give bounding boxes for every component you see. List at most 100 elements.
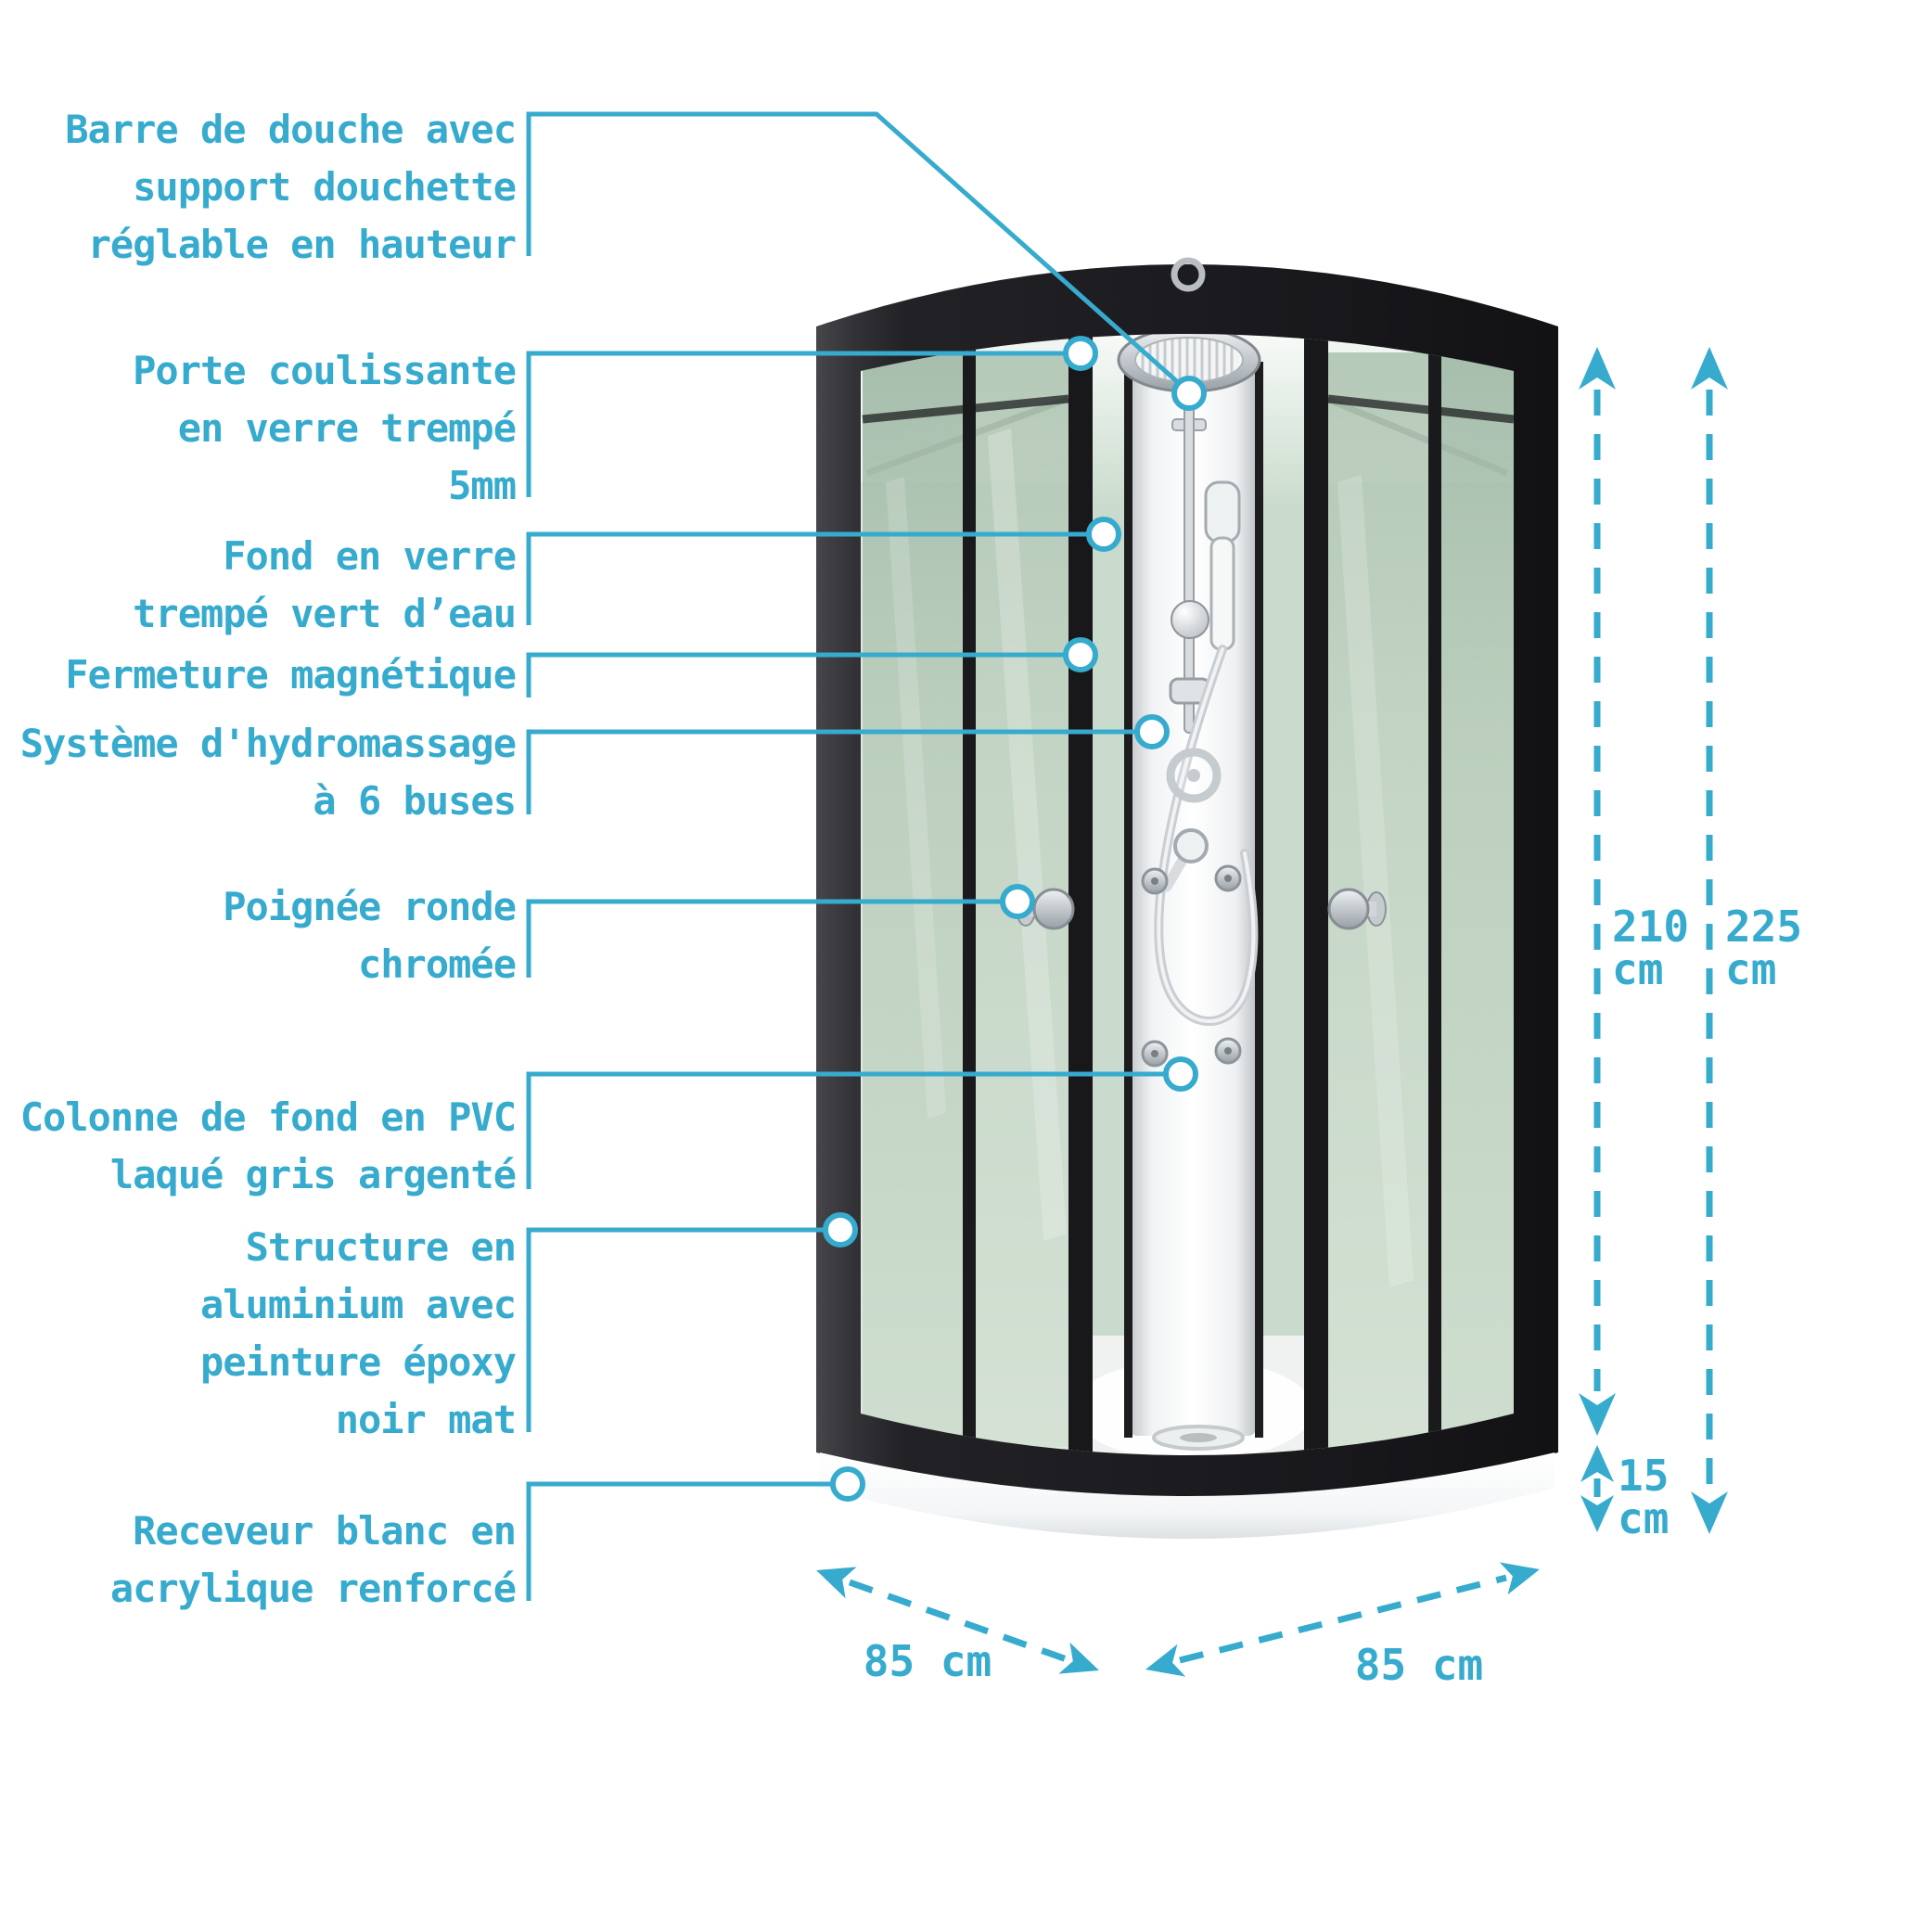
- shower-bar-icon: [1169, 398, 1211, 734]
- label-line: aluminium avec: [199, 1282, 517, 1327]
- bar-slider-knob: [1171, 600, 1209, 639]
- label-line: Système d'hydromassage: [19, 721, 517, 766]
- corner-post-left: [1124, 362, 1132, 1438]
- door-handle-right-icon: [1327, 888, 1387, 930]
- mixer-lever-icon: [1161, 828, 1209, 892]
- callout-line-alu-structure: [526, 1227, 825, 1432]
- callout-marker-pvc-column: [1163, 1056, 1198, 1092]
- callout-marker-back-glass: [1086, 517, 1121, 552]
- callout-marker-hydromassage: [1134, 714, 1170, 749]
- label-line: à 6 buses: [313, 778, 517, 824]
- callout-markers: [823, 336, 1207, 1502]
- callout-label-pvc-column: Colonne de fond en PVC laqué gris argent…: [0, 1089, 517, 1204]
- hydro-jet-icon: [1214, 864, 1242, 892]
- callout-label-back-glass: Fond en verre trempé vert d’eau: [0, 528, 517, 643]
- dimension-text-depth-left: 85 cm: [863, 1636, 992, 1686]
- hydro-jet-icon: [1141, 867, 1169, 895]
- callout-line-magnetic-closure: [526, 652, 1066, 697]
- callout-line-sliding-door: [526, 351, 1066, 497]
- dimension-value: 225: [1725, 902, 1803, 952]
- arrow-down-icon: [1579, 1393, 1616, 1436]
- label-line: Barre de douche avec: [65, 107, 517, 152]
- corner-post-right: [1255, 362, 1263, 1438]
- dimension-unit: cm: [1618, 1493, 1670, 1543]
- mullion-left: [963, 334, 976, 1455]
- label-line: Fond en verre: [223, 533, 517, 579]
- hydro-jets: [1141, 864, 1242, 1068]
- callout-label-magnetic-closure: Fermeture magnétique: [0, 646, 517, 704]
- callout-marker-round-handle: [1000, 884, 1035, 919]
- dimension-line-total-height: [1691, 347, 1728, 1534]
- callout-line-back-glass: [526, 531, 1089, 625]
- arrow-up-icon: [1579, 347, 1616, 390]
- arrow-left-icon: [816, 1567, 857, 1599]
- label-line: noir mat: [335, 1397, 517, 1442]
- shower-hose-icon: [1154, 645, 1259, 1026]
- dimension-line-tray-height: [1580, 1445, 1614, 1532]
- label-line: Porte coulissante: [133, 348, 517, 393]
- shower-tray: [820, 1452, 1555, 1539]
- callout-label-alu-structure: Structure en aluminium avec peinture épo…: [0, 1219, 517, 1449]
- callout-label-shower-bar: Barre de douche avec support douchette r…: [0, 101, 517, 274]
- dimension-line-inner-height: [1579, 347, 1616, 1436]
- callout-marker-alu-structure: [823, 1212, 858, 1247]
- callout-marker-acrylic-tray: [830, 1466, 865, 1502]
- label-line: Colonne de fond en PVC: [19, 1094, 517, 1140]
- callout-line-round-handle: [526, 899, 1003, 978]
- label-line: réglable en hauteur: [87, 222, 517, 267]
- label-line: trempé vert d’eau: [133, 591, 517, 636]
- dimension-line-width-right: [1145, 1562, 1540, 1677]
- glass-sheen: [988, 429, 1067, 1241]
- hand-shower-icon: [1204, 480, 1241, 651]
- callout-label-hydromassage: Système d'hydromassage à 6 buses: [0, 715, 517, 830]
- mullion-right: [1428, 334, 1441, 1455]
- dimension-value: 210: [1612, 902, 1690, 952]
- arrow-down-icon: [1691, 1491, 1728, 1534]
- callout-line-acrylic-tray: [526, 1481, 833, 1601]
- label-line: 5mm: [448, 463, 517, 508]
- callout-line-shower-bar: [526, 111, 1182, 386]
- callout-line-pvc-column: [526, 1071, 1166, 1189]
- arrow-down-icon: [1580, 1495, 1614, 1532]
- callout-label-sliding-door: Porte coulissante en verre trempé 5mm: [0, 342, 517, 515]
- callout-label-round-handle: Poignée ronde chromée: [0, 878, 517, 993]
- dimension-text-width-right: 85 cm: [1354, 1640, 1484, 1690]
- label-line: acrylique renforcé: [109, 1566, 517, 1611]
- dimension-text-total-height: 225 cm: [1725, 905, 1802, 991]
- dimension-line-depth-left: [816, 1567, 1099, 1674]
- door-post-right: [1304, 334, 1328, 1455]
- dimension-unit: cm: [1725, 944, 1777, 994]
- callout-marker-shower-bar: [1171, 376, 1207, 411]
- callout-lines: [526, 111, 1182, 1601]
- tray-drain: [1152, 1425, 1245, 1451]
- callout-line-hydromassage: [526, 729, 1137, 814]
- dimension-unit: cm: [1612, 944, 1664, 994]
- door-post-left: [1068, 334, 1093, 1455]
- hydro-jet-icon: [1141, 1040, 1169, 1068]
- dimension-text-inner-height: 210 cm: [1612, 905, 1689, 991]
- label-line: support douchette: [133, 164, 517, 210]
- inner-top-rail-right: [1327, 394, 1514, 424]
- glass-sheen: [1337, 475, 1414, 1287]
- callout-label-acrylic-tray: Receveur blanc en acrylique renforcé: [0, 1503, 517, 1618]
- arrow-right-icon: [1058, 1642, 1099, 1674]
- arrow-right-icon: [1499, 1562, 1540, 1595]
- mixer-dial-icon: [1166, 748, 1222, 803]
- label-line: Poignée ronde: [223, 884, 517, 929]
- label-line: Fermeture magnétique: [65, 652, 517, 697]
- arrow-left-icon: [1145, 1644, 1186, 1677]
- arrow-up-icon: [1691, 347, 1728, 390]
- callout-marker-sliding-door: [1063, 336, 1098, 371]
- glass-sheen: [886, 477, 946, 1119]
- callout-marker-magnetic-closure: [1063, 637, 1098, 672]
- label-line: en verre trempé: [177, 405, 517, 451]
- hydro-jet-icon: [1214, 1037, 1242, 1065]
- dimension-value: 15: [1618, 1451, 1670, 1501]
- glass-panel-right-fixed: [1441, 352, 1514, 1447]
- label-line: peinture époxy: [199, 1339, 517, 1385]
- label-line: laqué gris argenté: [109, 1152, 517, 1197]
- hanger-ring-icon: [1171, 257, 1206, 292]
- arrow-up-icon: [1580, 1445, 1614, 1482]
